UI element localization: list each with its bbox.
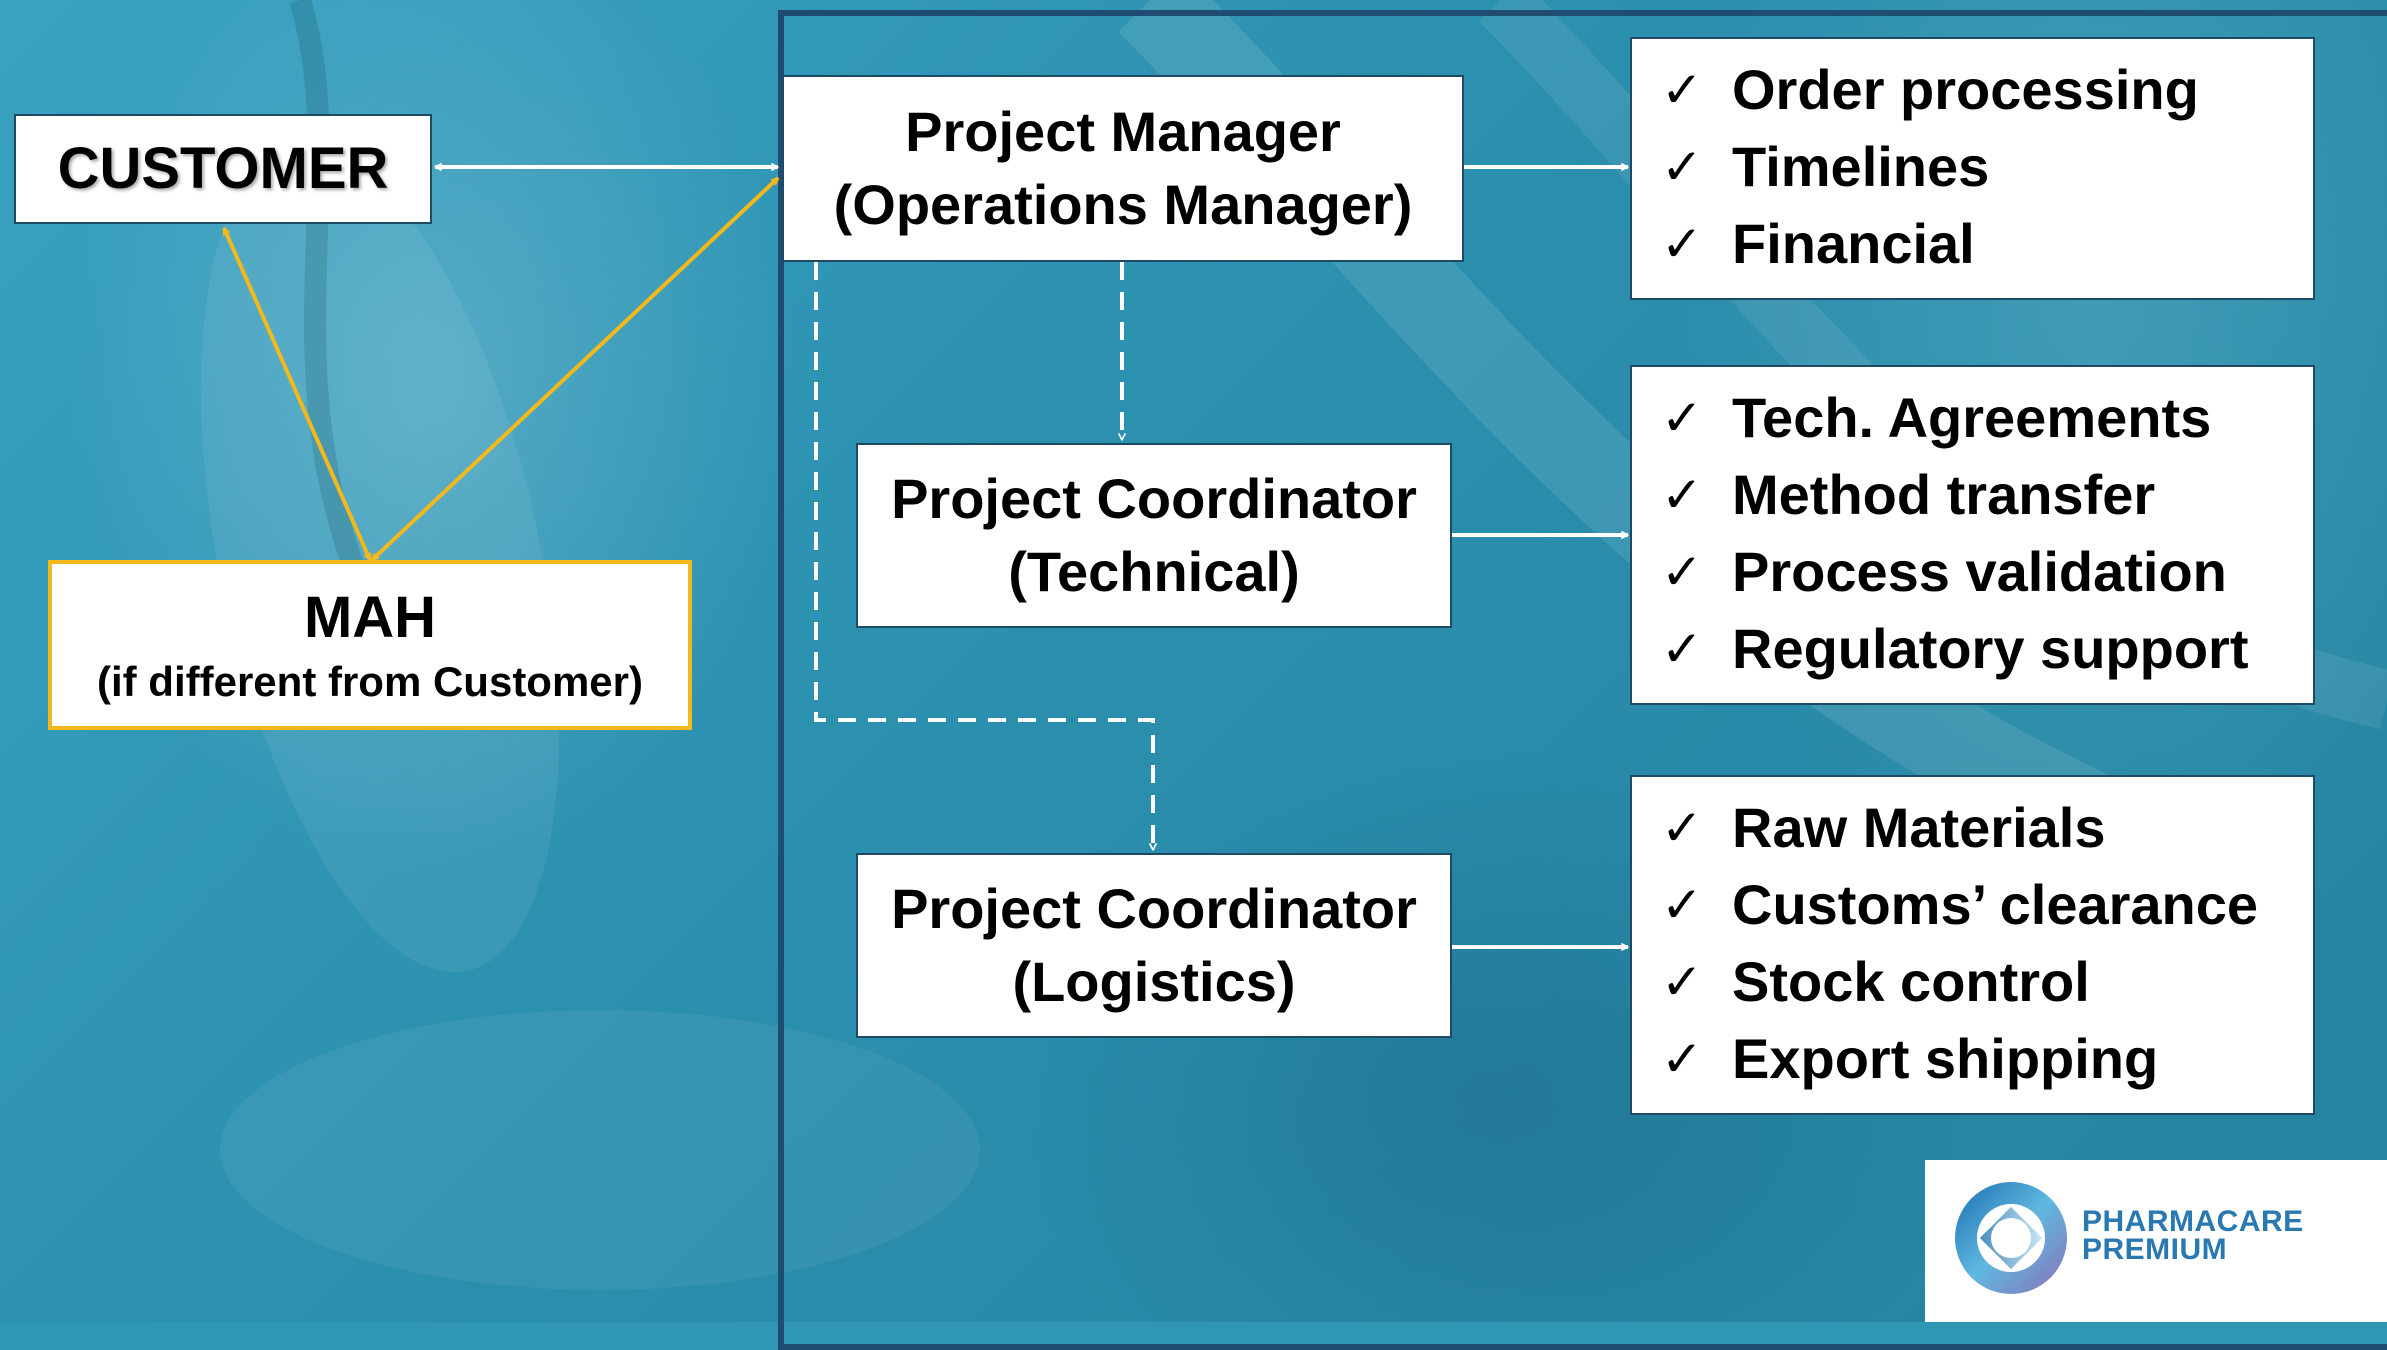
task-label: Tech. Agreements [1732, 386, 2212, 449]
list-item: ✓ Regulatory support [1632, 610, 2313, 687]
check-icon: ✓ [1661, 952, 1703, 1011]
logo-line2: PREMIUM [2082, 1233, 2228, 1266]
coordinator-logistics-box: Project Coordinator (Logistics) [856, 853, 1452, 1038]
coordinator-technical-subtitle: (Technical) [1008, 539, 1300, 603]
check-icon: ✓ [1661, 542, 1703, 601]
check-icon: ✓ [1661, 60, 1703, 119]
check-icon: ✓ [1661, 619, 1703, 678]
technical-task-list: ✓ Tech. Agreements ✓ Method transfer ✓ P… [1630, 365, 2315, 705]
list-item: ✓ Timelines [1632, 128, 2313, 205]
project-manager-title: Project Manager [905, 99, 1341, 163]
coordinator-technical-title: Project Coordinator [891, 466, 1417, 530]
check-icon: ✓ [1661, 388, 1703, 447]
task-label: Method transfer [1732, 463, 2156, 526]
list-item: ✓ Export shipping [1632, 1020, 2313, 1097]
logo-ring-icon [1955, 1182, 2067, 1294]
task-label: Timelines [1732, 135, 1990, 198]
check-icon: ✓ [1661, 465, 1703, 524]
check-icon: ✓ [1661, 1029, 1703, 1088]
logo-line1: PHARMACARE [2082, 1205, 2304, 1238]
list-item: ✓ Tech. Agreements [1632, 379, 2313, 456]
list-item: ✓ Process validation [1632, 533, 2313, 610]
task-label: Customs’ clearance [1732, 873, 2259, 936]
mah-box: MAH (if different from Customer) [48, 560, 692, 730]
list-item: ✓ Method transfer [1632, 456, 2313, 533]
coordinator-logistics-title: Project Coordinator [891, 876, 1417, 940]
customer-mah-arrow [222, 228, 372, 560]
mah-pm-arrow [370, 176, 780, 562]
task-label: Stock control [1732, 950, 2090, 1013]
coordinator-logistics-subtitle: (Logistics) [1012, 949, 1296, 1013]
check-icon: ✓ [1661, 875, 1703, 934]
list-item: ✓ Customs’ clearance [1632, 866, 2313, 943]
customer-label: CUSTOMER [57, 136, 389, 202]
task-label: Process validation [1732, 540, 2227, 603]
coordinator-technical-box: Project Coordinator (Technical) [856, 443, 1452, 628]
project-manager-box: Project Manager (Operations Manager) [782, 75, 1464, 262]
mah-title: MAH [303, 585, 437, 650]
task-label: Raw Materials [1732, 796, 2106, 859]
customer-box: CUSTOMER [14, 114, 432, 224]
manager-task-list: ✓ Order processing ✓ Timelines ✓ Financi… [1630, 37, 2315, 300]
check-icon: ✓ [1661, 214, 1703, 273]
project-manager-subtitle: (Operations Manager) [833, 172, 1413, 236]
list-item: ✓ Order processing [1632, 51, 2313, 128]
list-item: ✓ Stock control [1632, 943, 2313, 1020]
task-label: Regulatory support [1732, 617, 2249, 680]
list-item: ✓ Raw Materials [1632, 789, 2313, 866]
check-icon: ✓ [1661, 798, 1703, 857]
logistics-task-list: ✓ Raw Materials ✓ Customs’ clearance ✓ S… [1630, 775, 2315, 1115]
pharmacare-logo: PHARMACARE PREMIUM [1925, 1160, 2387, 1322]
logo-text: PHARMACARE PREMIUM [2082, 1205, 2304, 1266]
mah-subtitle: (if different from Customer) [97, 658, 643, 706]
connectors [222, 0, 2387, 1322]
list-item: ✓ Financial [1632, 205, 2313, 282]
task-label: Financial [1732, 212, 1975, 275]
task-label: Export shipping [1732, 1027, 2159, 1090]
check-icon: ✓ [1661, 137, 1703, 196]
task-label: Order processing [1732, 58, 2199, 121]
